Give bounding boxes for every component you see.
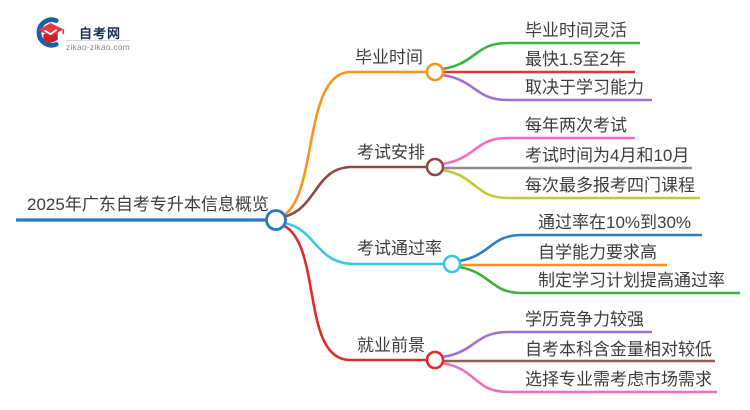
leaf-label: 最快1.5至2年 [525,50,627,69]
leaf-label: 自考本科含金量相对较低 [525,340,712,359]
connector-branch1-leaf1 [434,41,640,72]
leaf-label: 每次最多报考四门课程 [525,176,695,195]
leaf-label: 取决于学习能力 [525,78,644,97]
connector-root-branch4 [275,221,428,362]
graduation-cap-icon [36,17,65,48]
branch-label-career-prospects: 就业前景 [357,336,425,355]
leaf-label: 毕业时间灵活 [525,21,627,40]
connector-branch2-leaf1 [434,136,635,167]
site-logo[interactable]: 自考网 zikao-zikao.com [33,13,143,53]
connector-root-branch2 [275,165,428,220]
leaf-label: 通过率在10%到30% [538,213,692,232]
connector-root-branch1 [275,70,428,220]
leaf-label: 制定学习计划提高通过率 [538,271,725,290]
root-node-circle [265,209,287,231]
connector-branch4-leaf3 [434,360,717,394]
connector-branch3-leaf1 [451,233,702,264]
leaf-label: 学历竞争力较强 [525,310,644,329]
leaf-label: 每年两次考试 [525,116,627,135]
branch-label-graduation-time: 毕业时间 [355,48,423,67]
branch1-node-circle [425,62,445,82]
connector-root-branch3 [275,220,445,266]
connector-branch1-leaf3 [434,72,652,102]
branch4-node-circle [425,350,445,370]
leaf-label: 考试时间为4月和10月 [525,146,690,165]
connector-branch4-leaf1 [434,330,652,360]
branch-label-exam-schedule: 考试安排 [357,143,425,162]
branch-label-pass-rate: 考试通过率 [357,239,442,258]
branch2-node-circle [425,157,445,177]
connector-branch3-leaf3 [451,264,740,295]
logo-domain: zikao-zikao.com [66,42,130,52]
logo-title: 自考网 [79,26,122,41]
leaf-label: 选择专业需考虑市场需求 [525,370,712,389]
branch3-node-circle [442,254,462,274]
leaf-label: 自学能力要求高 [538,243,657,262]
connector-branch2-leaf3 [434,167,700,200]
logo-divider [66,40,130,41]
root-title: 2025年广东自考专升本信息概览 [27,195,269,214]
